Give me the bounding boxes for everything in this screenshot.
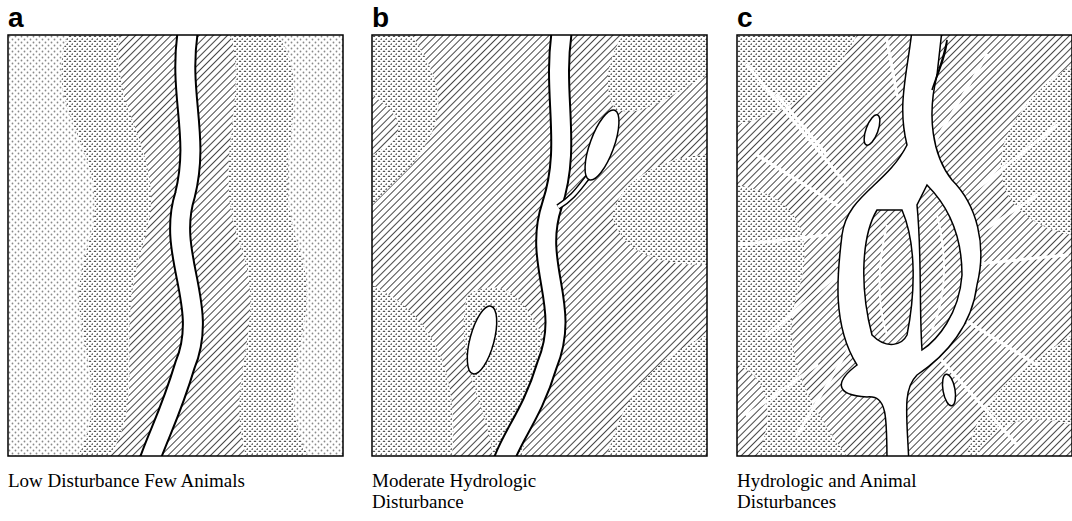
panel-letter: b: [372, 4, 412, 32]
panel-c: [737, 30, 1072, 465]
panel-caption: Hydrologic and Animal Disturbances: [737, 470, 967, 512]
panel-b: [372, 30, 707, 465]
panel-caption: Low Disturbance Few Animals: [8, 470, 338, 491]
panel-a: [8, 30, 343, 465]
panel-caption: Moderate Hydrologic Disturbance: [372, 470, 602, 512]
panel-letter: c: [737, 4, 777, 32]
panel-letter: a: [8, 4, 48, 32]
